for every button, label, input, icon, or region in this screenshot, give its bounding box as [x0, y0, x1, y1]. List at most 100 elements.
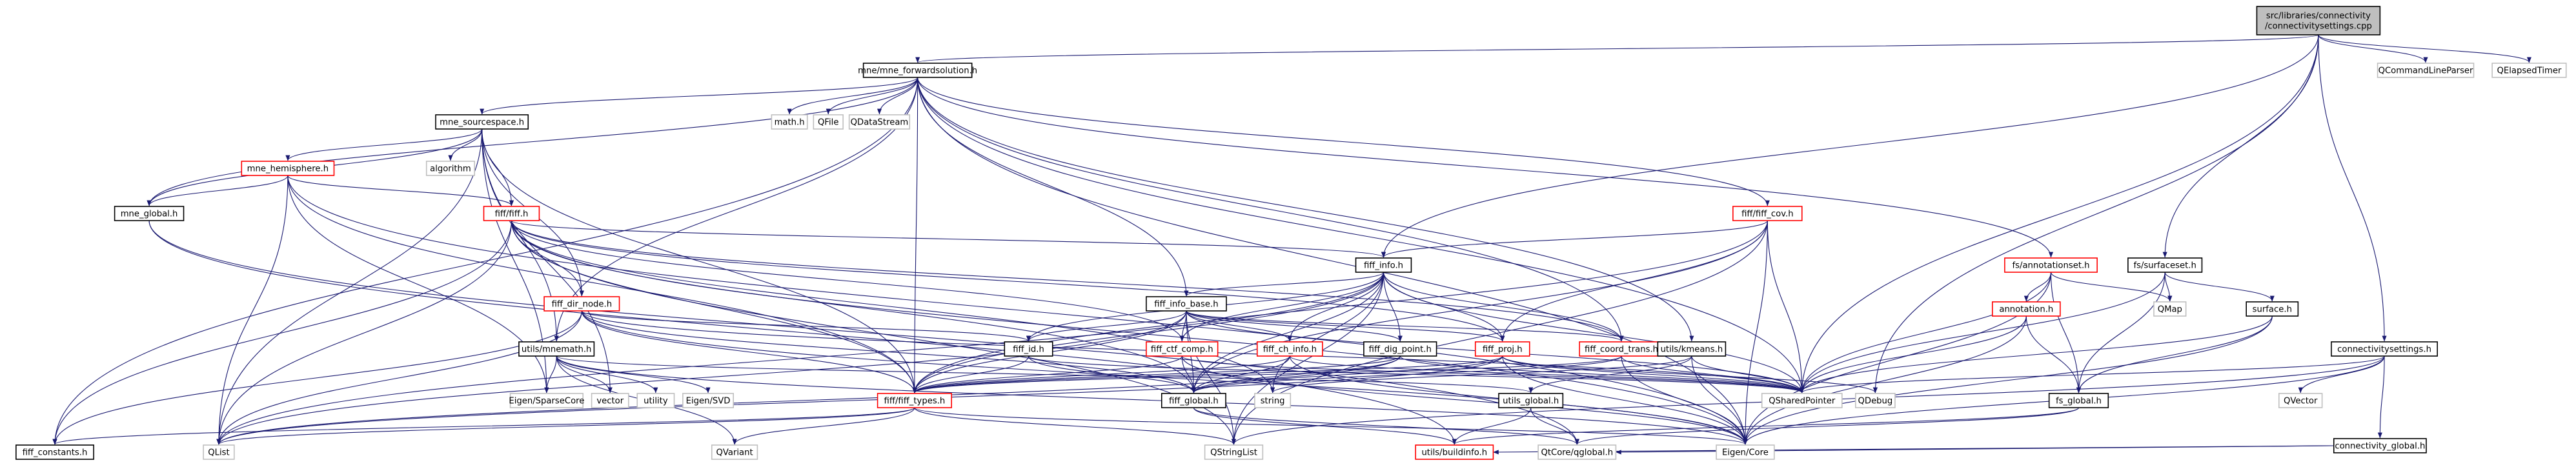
node-fsglobal[interactable]: fs_global.h — [2048, 393, 2109, 408]
edge-fiffproj-to-fifftypes — [912, 355, 1503, 393]
node-vector: vector — [591, 393, 629, 408]
node-box — [591, 393, 629, 408]
node-fiffproj[interactable]: fiff_proj.h — [1474, 341, 1530, 357]
node-label: QFile — [818, 118, 838, 128]
node-kmeans[interactable]: utils/kmeans.h — [1657, 341, 1727, 357]
node-box — [2256, 6, 2381, 35]
node-connset[interactable]: connectivitysettings.h — [2331, 341, 2438, 357]
node-qtglobal: QtCore/qglobal.h — [1537, 444, 1617, 460]
node-stringh: string — [1254, 393, 1292, 408]
node-ctfcomp[interactable]: fiff_ctf_comp.h — [1146, 341, 1219, 357]
node-box — [1415, 444, 1494, 460]
node-label: math.h — [775, 118, 805, 128]
node-sspace[interactable]: mne_sourcespace.h — [435, 114, 529, 130]
node-label: fiff_ch_info.h — [1263, 345, 1317, 355]
node-fiffid[interactable]: fiff_id.h — [1004, 341, 1053, 357]
edge-kmeans-to-stringh — [1270, 355, 1692, 393]
edge-fiffh-to-fiffconst — [52, 220, 512, 445]
node-label: fs/surfaceset.h — [2133, 261, 2196, 271]
node-infobase[interactable]: fiff_info_base.h — [1146, 296, 1227, 312]
node-surfset[interactable]: fs/surfaceset.h — [2127, 257, 2203, 273]
node-label: algorithm — [430, 164, 471, 174]
node-label: /connectivitysettings.cpp — [2265, 22, 2372, 32]
node-digpoint[interactable]: fiff_dig_point.h — [1363, 341, 1437, 357]
edge-infobase-to-fiffid — [1026, 310, 1187, 342]
node-label: mne_hemisphere.h — [247, 164, 329, 174]
node-qshared: QSharedPointer — [1761, 393, 1843, 408]
edge-fiffinfo-to-digpoint — [1383, 272, 1403, 342]
edge-digpoint-to-fifftypes — [912, 355, 1401, 393]
node-buildinfo[interactable]: utils/buildinfo.h — [1415, 444, 1494, 460]
node-box — [1537, 444, 1617, 460]
edge-annoth-to-fsglobal — [2025, 315, 2081, 393]
node-fiffconst[interactable]: fiff_constants.h — [15, 444, 94, 460]
node-utilsglobal[interactable]: utils_global.h — [1498, 393, 1564, 408]
edge-surfset-to-qmap — [2164, 272, 2173, 302]
node-fiffcov[interactable]: fiff/fiff_cov.h — [1732, 206, 1803, 221]
node-label: Eigen/Core — [1722, 448, 1769, 458]
edge-surfh-to-qshared — [1800, 315, 2273, 393]
node-coordtrans[interactable]: fiff_coord_trans.h — [1579, 341, 1664, 357]
edge-infobase-to-coordtrans — [1186, 310, 1624, 342]
node-fiffinfo[interactable]: fiff_info.h — [1355, 257, 1412, 273]
edge-hemi-to-qlist — [216, 175, 289, 445]
edge-root-to-fiffinfo — [1381, 34, 2319, 258]
node-box — [2333, 438, 2427, 453]
node-label: QList — [208, 448, 229, 458]
node-box — [1161, 393, 1226, 408]
node-dirnode[interactable]: fiff_dir_node.h — [543, 296, 620, 312]
node-box — [2278, 393, 2323, 408]
node-label: fiff_constants.h — [23, 448, 88, 458]
node-box — [1761, 393, 1843, 408]
node-qet: QElapsedTimer — [2491, 63, 2567, 78]
node-label: fiff/fiff_cov.h — [1741, 210, 1793, 219]
node-box — [435, 114, 529, 130]
edge-surfh-to-eigencore — [1743, 315, 2273, 445]
edge-fwd-to-qshared — [917, 77, 1805, 393]
edge-chinfo-to-fifftypes — [912, 355, 1290, 393]
edge-annoth-to-eigencore — [1743, 315, 2027, 445]
dependency-edges — [52, 34, 2531, 455]
node-root[interactable]: src/libraries/connectivity/connectivitys… — [2256, 6, 2381, 35]
edge-surfh-to-fsglobal — [2076, 315, 2273, 393]
node-label: QElapsedTimer — [2497, 66, 2561, 76]
edge-fiffcov-to-fiffglobal — [1191, 220, 1768, 393]
node-fiffh[interactable]: fiff/fiff.h — [483, 206, 540, 221]
node-label: QSharedPointer — [1769, 397, 1836, 406]
file-nodes: src/libraries/connectivity/connectivitys… — [15, 6, 2567, 460]
edge-coordtrans-to-eigencore — [1621, 355, 1748, 445]
edge-root-to-qet — [2318, 34, 2531, 63]
node-label: connectivity_global.h — [2335, 442, 2425, 452]
edge-fwd-to-fiffcov — [917, 77, 1770, 206]
node-label: mne_global.h — [121, 210, 178, 219]
node-label: vector — [596, 397, 624, 406]
node-hemi[interactable]: mne_hemisphere.h — [241, 161, 335, 176]
edge-fiffh-to-ctfcomp — [511, 220, 1184, 342]
node-annotset[interactable]: fs/annotationset.h — [2004, 257, 2098, 273]
node-qfile: QFile — [813, 114, 844, 130]
node-surfh[interactable]: surface.h — [2246, 301, 2299, 317]
node-qdebug: QDebug — [1855, 393, 1896, 408]
node-label: fiff_global.h — [1169, 397, 1219, 406]
edge-dirnode-to-fifftypes — [581, 310, 917, 393]
node-fiffglobal[interactable]: fiff_global.h — [1161, 393, 1226, 408]
node-label: mne/mne_forwardsolution.h — [858, 66, 977, 76]
edge-fiffglobal-to-buildinfo — [1193, 407, 1457, 445]
node-mneg[interactable]: mne_global.h — [114, 206, 185, 221]
node-box — [2331, 341, 2438, 357]
node-fifftypes[interactable]: fiff/fiff_types.h — [877, 393, 952, 408]
edge-digpoint-to-fiffglobal — [1191, 355, 1401, 393]
edge-root-to-qshared — [1800, 34, 2319, 393]
node-qvariant: QVariant — [711, 444, 758, 460]
node-label: Eigen/SparseCore — [509, 397, 584, 406]
node-box — [636, 393, 675, 408]
edge-fifftypes-to-qsl — [914, 407, 1236, 445]
node-annoth[interactable]: annotation.h — [1992, 301, 2061, 317]
edge-dirnode-to-qlist — [216, 310, 582, 445]
node-fwd[interactable]: mne/mne_forwardsolution.h — [858, 63, 977, 78]
node-chinfo[interactable]: fiff_ch_info.h — [1256, 341, 1323, 357]
node-box — [1657, 341, 1727, 357]
node-connglobal[interactable]: connectivity_global.h — [2333, 438, 2427, 453]
node-mnemath[interactable]: utils/mnemath.h — [518, 341, 595, 357]
edge-fiffproj-to-qshared — [1502, 355, 1805, 393]
